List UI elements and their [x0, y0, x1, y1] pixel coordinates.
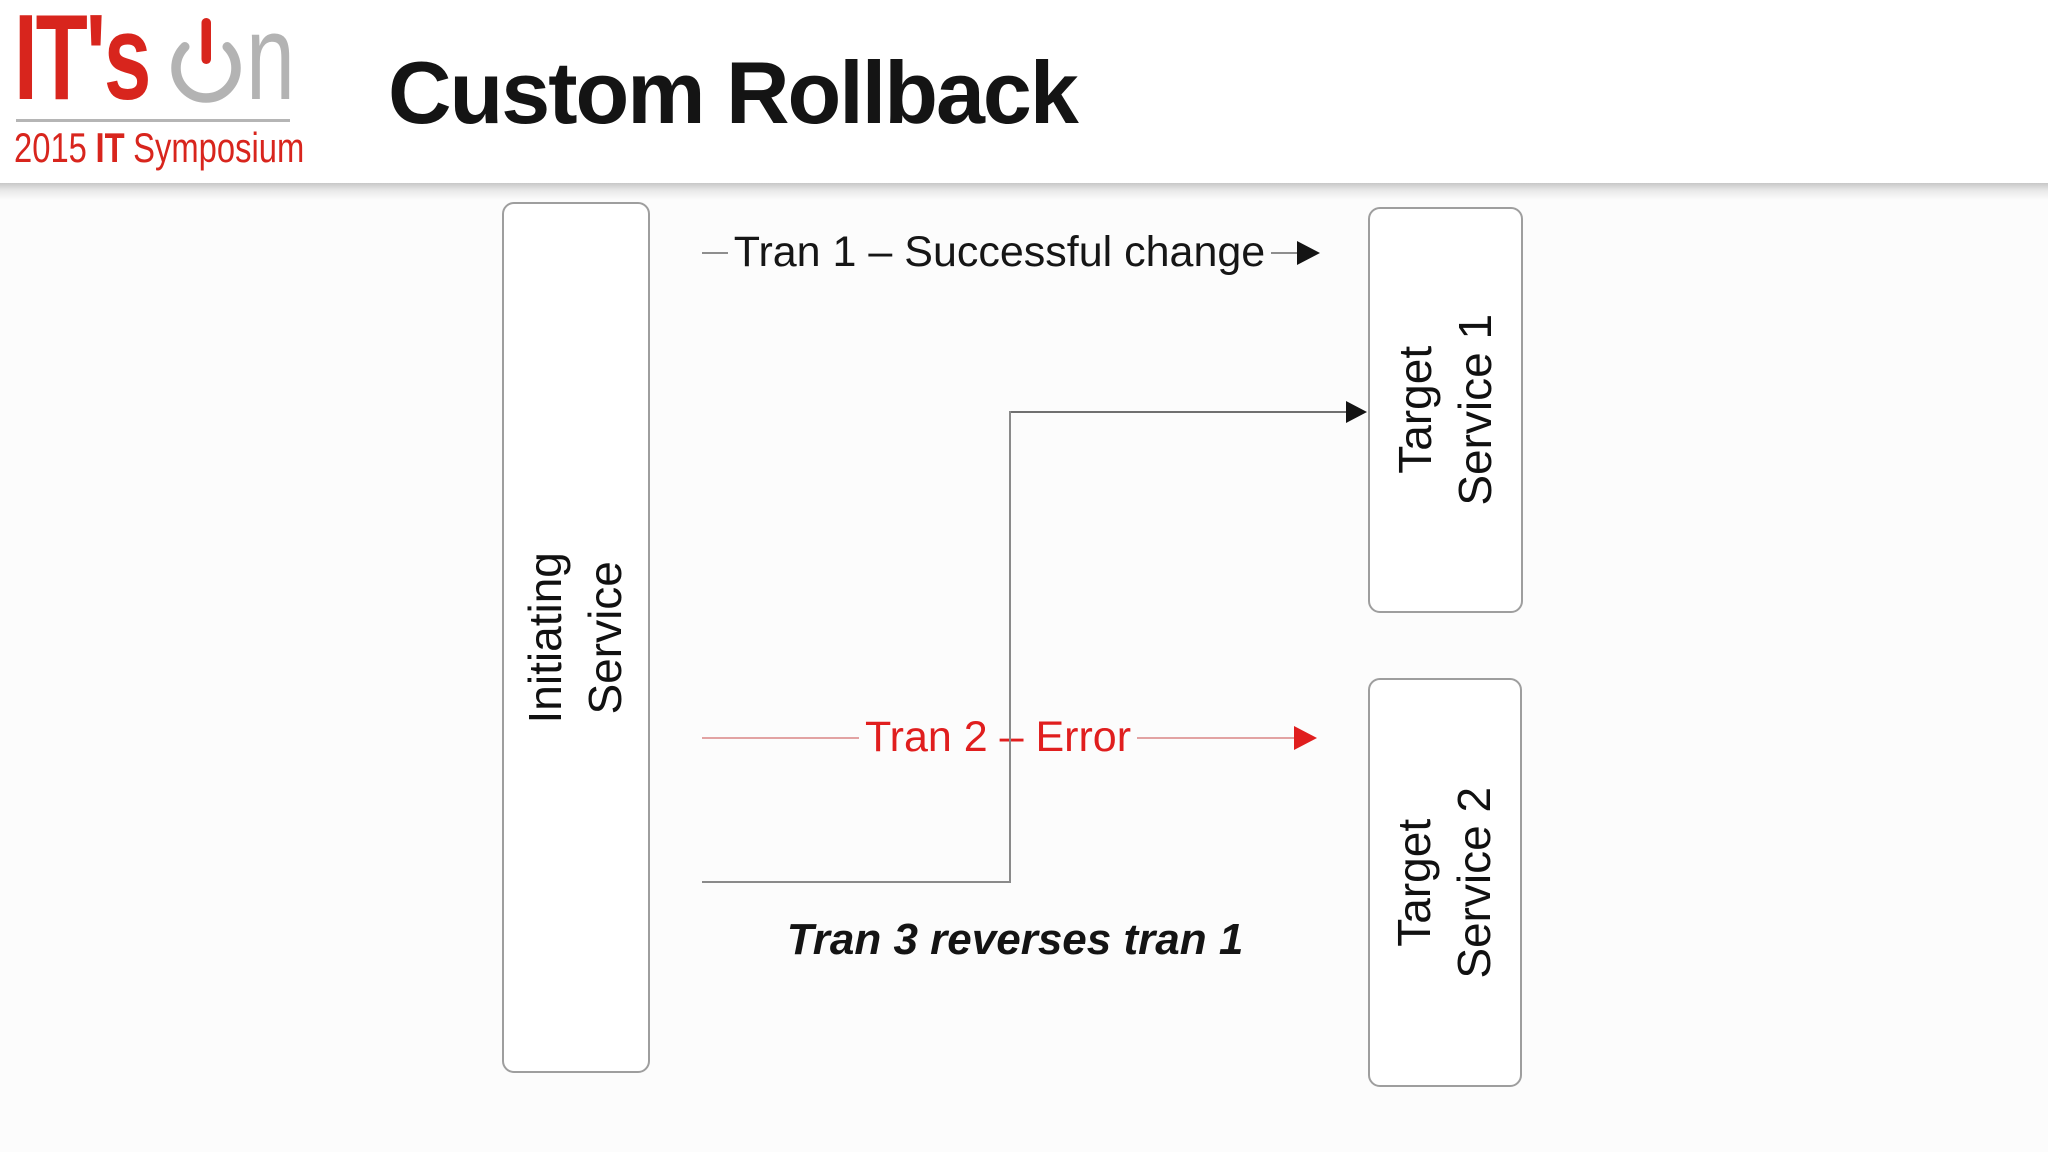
header-separator — [0, 183, 2048, 200]
logo-divider — [16, 119, 290, 122]
target-service-2-label: Target Service 2 — [1385, 787, 1505, 979]
tran1-arrowhead-icon — [1297, 241, 1320, 265]
logo-wordmark-n: n — [246, 0, 295, 125]
page-title: Custom Rollback — [388, 43, 1079, 142]
target1-label-line2: Service 1 — [1448, 314, 1501, 506]
tran2-label: Tran 2 – Error — [864, 713, 1132, 762]
target-service-1-box: Target Service 1 — [1368, 207, 1523, 613]
tran3-arrow-top-segment — [1011, 411, 1347, 413]
tagline-year: 2015 — [14, 124, 87, 171]
tran2-arrow: Tran 2 – Error — [702, 710, 1318, 766]
initiating-service-box: Initiating Service — [502, 202, 650, 1073]
tran2-line-right — [1137, 737, 1295, 739]
tran1-line-right — [1271, 252, 1297, 254]
target2-label-line2: Service 2 — [1448, 786, 1500, 979]
initiating-label-line2: Service — [579, 560, 631, 715]
tran3-caption: Tran 3 reverses tran 1 — [786, 915, 1244, 964]
power-icon — [171, 18, 241, 103]
tran2-line-left — [702, 737, 859, 739]
diagram-canvas — [0, 200, 2048, 1152]
logo-wordmark-its: IT's — [14, 0, 151, 125]
target2-label-line1: Target — [1388, 818, 1441, 947]
target1-label-line1: Target — [1388, 346, 1441, 474]
initiating-service-label: Initiating Service — [516, 552, 636, 723]
tagline-it: IT — [95, 124, 125, 171]
tran3-arrowhead-icon — [1346, 401, 1367, 423]
tran1-label: Tran 1 – Successful change — [733, 228, 1266, 277]
initiating-label-line1: Initiating — [519, 551, 572, 724]
tran2-arrowhead-icon — [1294, 726, 1318, 750]
tran1-arrow: Tran 1 – Successful change — [702, 225, 1320, 281]
target-service-2-box: Target Service 2 — [1368, 678, 1522, 1087]
tran3-arrow-vertical-segment — [1009, 411, 1011, 883]
target-service-1-label: Target Service 1 — [1386, 314, 1506, 506]
tagline-symposium: Symposium — [133, 124, 305, 171]
tran1-line-left — [702, 252, 728, 254]
tran3-arrow-bottom-segment — [702, 881, 1011, 883]
